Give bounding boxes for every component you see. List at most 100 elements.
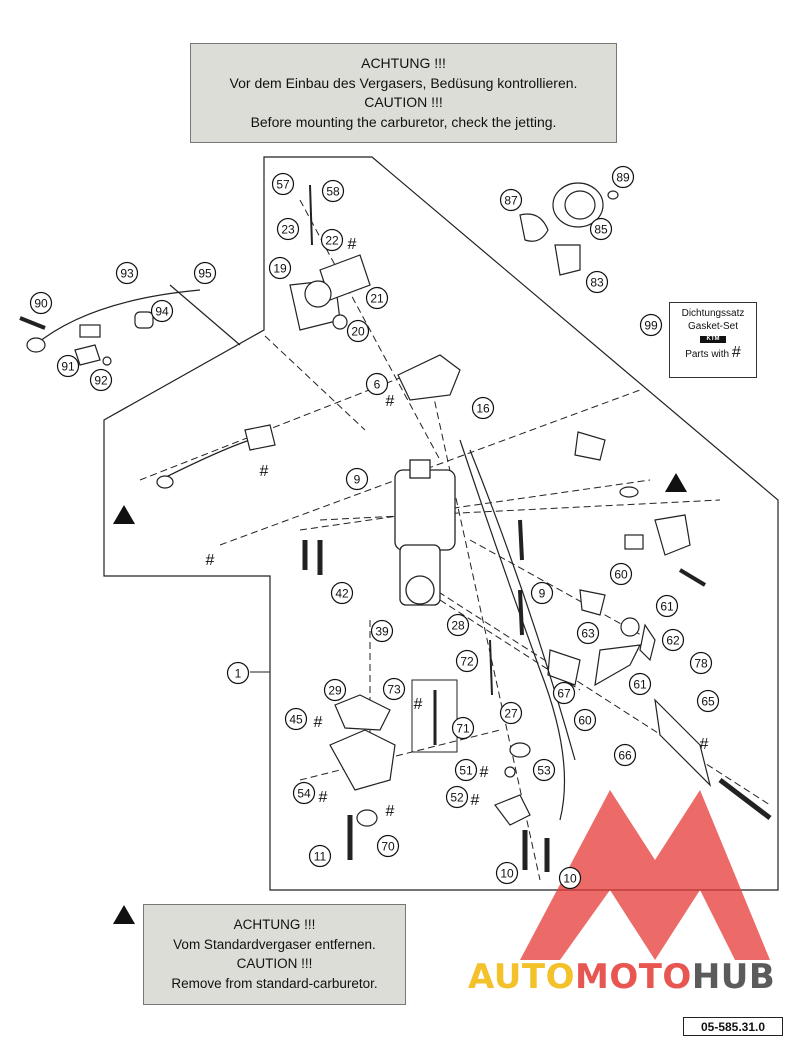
- part-callout-circle: [150, 299, 174, 323]
- part-number-62: 62: [666, 634, 680, 648]
- note-line: Remove from standard-carburetor.: [171, 975, 378, 991]
- part-number-99: 99: [644, 319, 658, 333]
- gasket-hash-marker: #: [319, 789, 328, 806]
- part-callout-circle: [445, 785, 469, 809]
- part-number-71: 71: [456, 722, 470, 736]
- part-callout-circle: [365, 286, 389, 310]
- part-callout-circle: [532, 758, 556, 782]
- part-callout-circle: [589, 217, 613, 241]
- part-callout-circle: [639, 313, 663, 337]
- part-number-78: 78: [694, 657, 708, 671]
- part-number-22: 22: [325, 234, 339, 248]
- intake-flange: [519, 182, 619, 276]
- part-callout-circle: [365, 372, 389, 396]
- part-number-9: 9: [539, 587, 546, 601]
- warning-triangle-icon: [113, 905, 135, 924]
- part-number-6: 6: [374, 378, 381, 392]
- part-number-87: 87: [504, 194, 518, 208]
- part-number-11: 11: [314, 850, 327, 864]
- gasket-hash-marker: #: [386, 393, 395, 410]
- caution-note-bottom: ACHTUNG !!! Vom Standardvergaser entfern…: [143, 904, 406, 1005]
- note-line: ACHTUNG !!!: [361, 55, 446, 71]
- choke-and-hoses: [156, 184, 576, 872]
- part-number-52: 52: [450, 791, 464, 805]
- warning-triangle-icon: [113, 505, 135, 524]
- top-cover: [289, 254, 461, 401]
- part-number-57: 57: [276, 178, 290, 192]
- note-line: Vor dem Einbau des Vergasers, Bedüsung k…: [229, 74, 578, 91]
- part-callout-circle: [628, 672, 652, 696]
- part-callout-circle: [89, 368, 113, 392]
- part-callout-circle: [321, 179, 345, 203]
- gasket-label-de: Dichtungssatz: [681, 308, 745, 319]
- part-number-42: 42: [335, 587, 349, 601]
- part-number-65: 65: [701, 695, 715, 709]
- watermark-logo: [520, 790, 770, 960]
- jet-kit-box: [411, 679, 458, 753]
- warning-triangle-icon: [665, 473, 687, 492]
- gasket-hash-marker: #: [480, 764, 489, 781]
- part-callout-circle: [655, 594, 679, 618]
- part-callout-circle: [330, 581, 354, 605]
- part-callout-circle: [609, 562, 633, 586]
- carburetor-body: [394, 459, 456, 606]
- part-number-91: 91: [61, 360, 75, 374]
- part-number-27: 27: [504, 707, 518, 721]
- part-number-63: 63: [581, 627, 595, 641]
- part-callout-circle: [495, 861, 519, 885]
- part-number-72: 72: [460, 655, 474, 669]
- part-number-93: 93: [120, 267, 134, 281]
- part-callout-circle: [370, 619, 394, 643]
- part-callout-circle: [451, 716, 475, 740]
- part-number-19: 19: [273, 262, 287, 276]
- part-callout-circle: [471, 396, 495, 420]
- part-callout-circle: [558, 866, 582, 890]
- part-number-61: 61: [660, 600, 674, 614]
- part-number-10: 10: [563, 872, 577, 886]
- part-number-67: 67: [557, 687, 571, 701]
- gasket-hash-markers: ###########: [206, 236, 709, 820]
- part-number-53: 53: [537, 764, 551, 778]
- part-number-39: 39: [375, 625, 389, 639]
- part-number-66: 66: [618, 749, 632, 763]
- gasket-hash-marker: #: [386, 803, 395, 820]
- part-number-16: 16: [476, 402, 490, 416]
- part-number-73: 73: [387, 683, 401, 697]
- gasket-hash-marker: #: [260, 463, 269, 480]
- part-callout-circle: [573, 708, 597, 732]
- part-callout-circle: [661, 628, 685, 652]
- gasket-parts-with: Parts with #: [685, 344, 741, 361]
- assembly-frame: [103, 156, 779, 891]
- part-callout-circle: [292, 781, 316, 805]
- throttle-cable-group: [19, 284, 241, 366]
- watermark-text: AUTOMOTOHUB: [468, 957, 776, 997]
- part-callout-circle: [530, 581, 554, 605]
- float-bowl: [329, 694, 531, 827]
- note-line: ACHTUNG !!!: [233, 917, 316, 932]
- part-callout-circle: [193, 261, 217, 285]
- part-number-90: 90: [34, 297, 48, 311]
- part-callout-circle: [611, 165, 635, 189]
- part-callout-circle: [499, 188, 523, 212]
- gasket-hash-marker: #: [206, 552, 215, 569]
- part-callout-circle: [29, 291, 53, 315]
- part-callout-circle: [376, 834, 400, 858]
- part-callout-circle: [585, 270, 609, 294]
- part-number-20: 20: [351, 325, 365, 339]
- part-callout-circle: [455, 649, 479, 673]
- part-callout-circle: [268, 256, 292, 280]
- note-line: Vom Standardvergaser entfernen.: [173, 936, 376, 952]
- part-number-45: 45: [289, 713, 303, 727]
- gasket-hash-marker: #: [700, 736, 709, 753]
- part-callout-circle: [308, 844, 332, 868]
- note-line: CAUTION !!!: [236, 956, 313, 971]
- part-callout-circle: [345, 467, 369, 491]
- part-number-92: 92: [94, 374, 108, 388]
- part-number-29: 29: [328, 684, 342, 698]
- part-callout-circle: [320, 228, 344, 252]
- part-number-83: 83: [590, 276, 604, 290]
- part-number-1: 1: [235, 667, 242, 681]
- part-callout-circle: [271, 172, 295, 196]
